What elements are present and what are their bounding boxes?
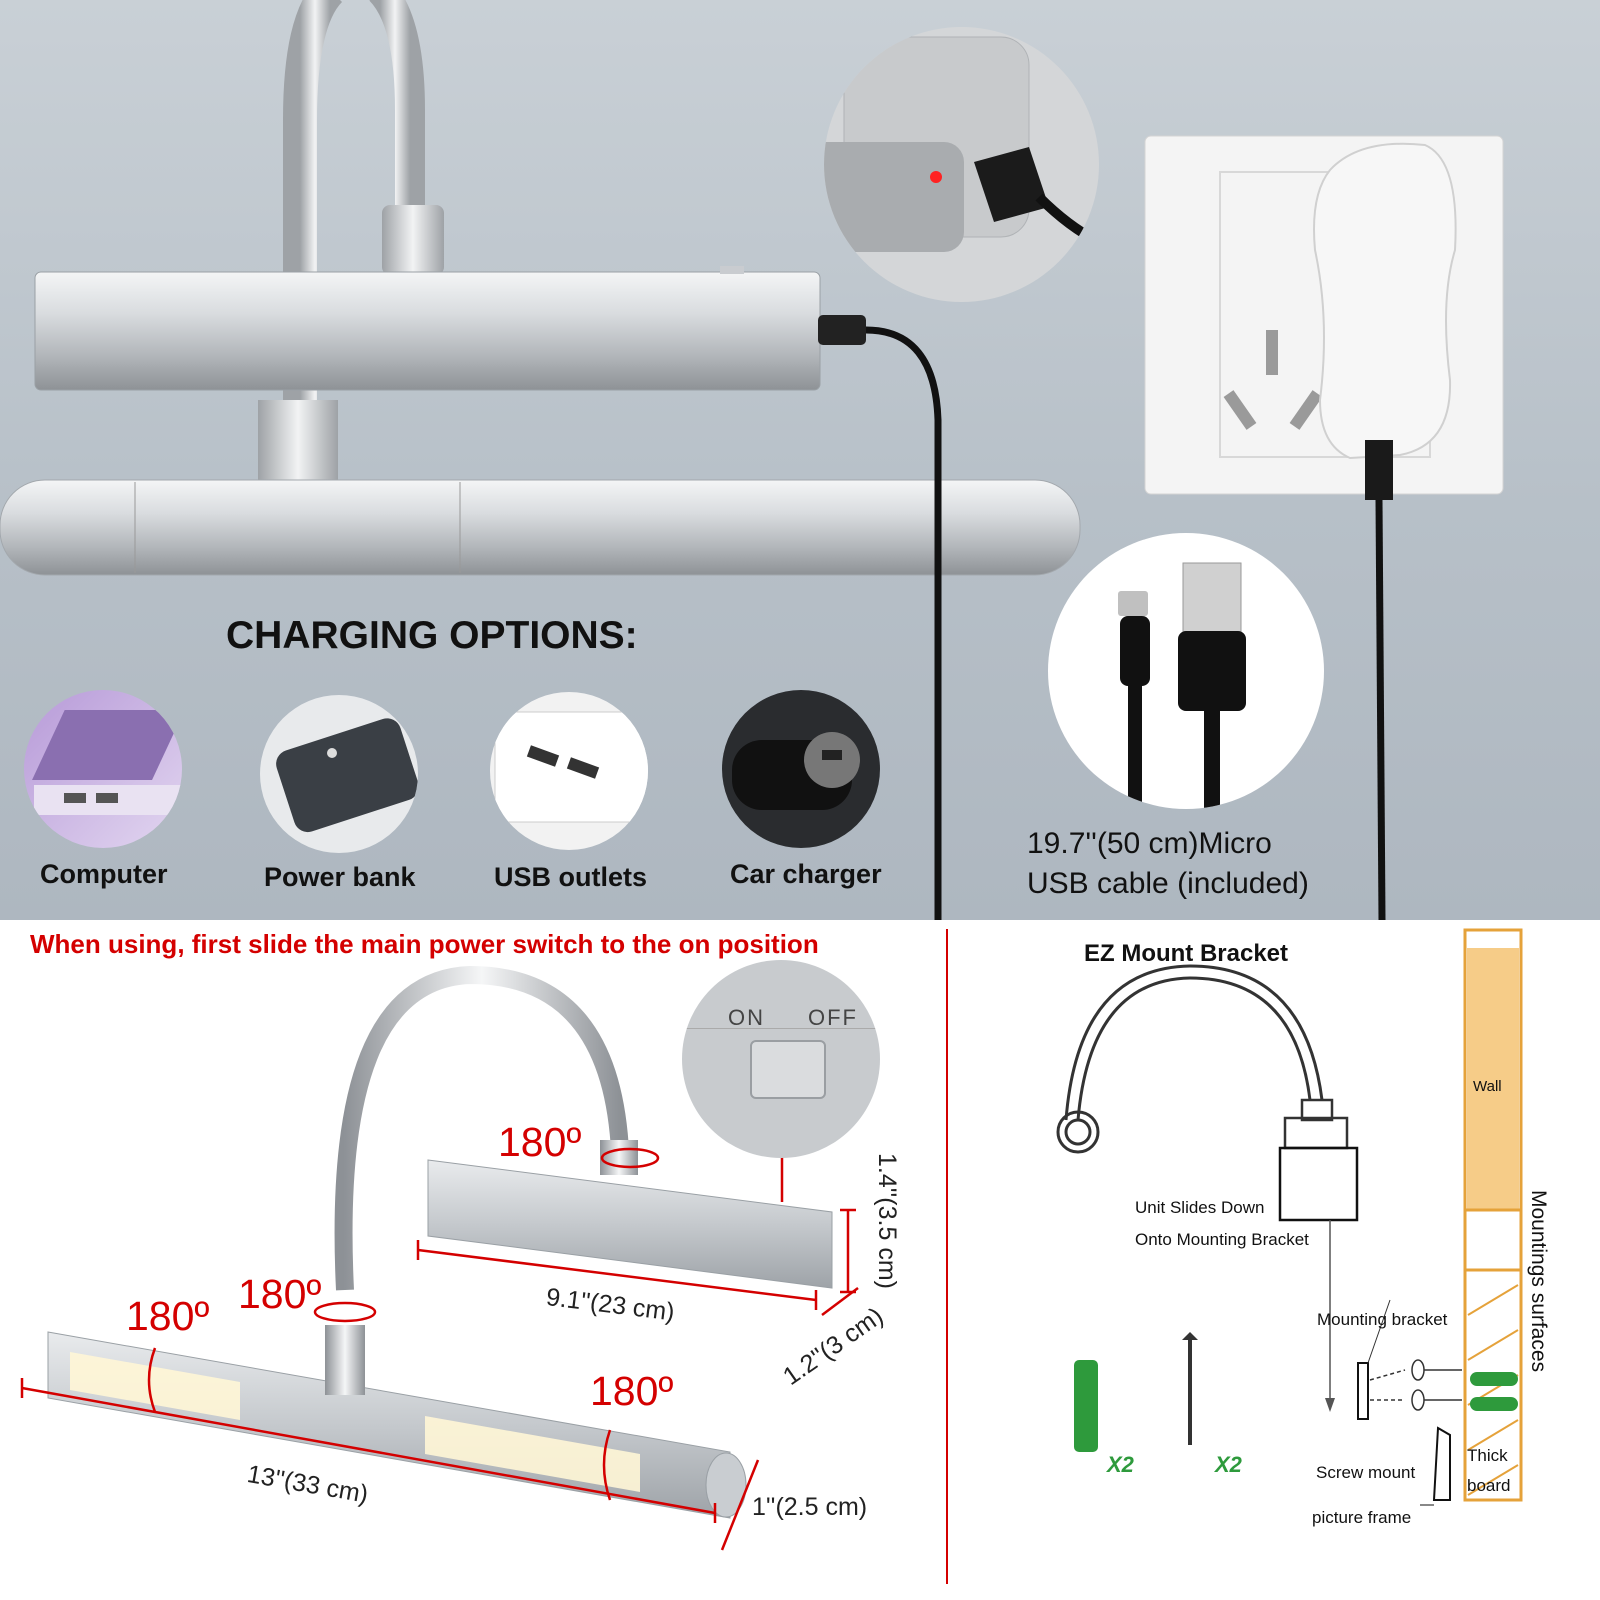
cable-inset: [1048, 533, 1324, 809]
picture-frame-edge: [1432, 1426, 1451, 1501]
charging-heading: CHARGING OPTIONS:: [226, 614, 638, 657]
anchor-quantity: X2: [1107, 1452, 1134, 1477]
bar-diameter-label: 1''(2.5 cm): [752, 1493, 868, 1521]
screw-quantity: X2: [1215, 1452, 1242, 1477]
unit-block: [1278, 1146, 1359, 1222]
board-label: board: [1467, 1476, 1511, 1495]
section-divider: [946, 929, 948, 1584]
mount-diagram: [1056, 928, 1523, 1506]
picture-frame-label: picture frame: [1312, 1508, 1412, 1527]
power-bank-icon: [260, 695, 418, 853]
mounting-bracket: [1357, 1362, 1369, 1420]
power-switch-inset: [682, 960, 880, 1158]
wall-label: Wall: [1473, 1078, 1502, 1095]
charging-photo-section: CHARGING OPTIONS: Computer Power bank US…: [0, 0, 1600, 920]
wall-anchor-icon: [1470, 1372, 1518, 1386]
rotation-label-bar-right: 180º: [590, 1368, 674, 1414]
option-label-usb-outlets: USB outlets: [494, 862, 648, 892]
computer-icon: [24, 690, 182, 848]
port-zoom-inset: [824, 27, 1099, 302]
head-height-label: 1.4''(3.5 cm): [873, 1153, 901, 1289]
usb-a-icon: [1182, 562, 1242, 634]
switch-label-off: OFF: [808, 1005, 858, 1030]
screw-mount-label: Screw mount: [1316, 1463, 1416, 1482]
usb-outlet-icon: [490, 692, 648, 850]
surfaces-label: Mountings surfaces: [1527, 1190, 1550, 1373]
lamp-head: [34, 271, 821, 391]
power-switch-toggle[interactable]: [750, 1040, 826, 1099]
switch-label-on: ON: [728, 1005, 765, 1030]
charging-led-icon: [930, 171, 942, 183]
cable-line-2: USB cable (included): [1027, 867, 1309, 900]
lamp-photo-illustration: [0, 0, 1504, 920]
dim-lamp-head: [427, 1159, 833, 1289]
rotation-label-bar-left: 180º: [126, 1293, 210, 1339]
car-charger-icon: [722, 690, 880, 848]
mount-title: EZ Mount Bracket: [1084, 940, 1289, 967]
cable-line-1: 19.7''(50 cm)Micro: [1027, 827, 1272, 860]
mounting-bracket-label: Mounting bracket: [1317, 1310, 1448, 1329]
thick-label: Thick: [1467, 1446, 1508, 1465]
option-label-power-bank: Power bank: [264, 862, 416, 892]
lamp-bar: [0, 479, 1081, 576]
usb-adapter: [1313, 142, 1457, 460]
instruction-text: When using, first slide the main power s…: [30, 929, 819, 959]
anchor-part-icon: [1074, 1360, 1098, 1452]
option-label-computer: Computer: [40, 859, 168, 889]
rotation-label-neck: 180º: [238, 1271, 322, 1317]
dimension-illustration: [20, 965, 859, 1551]
slides-line-2: Onto Mounting Bracket: [1135, 1230, 1309, 1249]
wall-texture: [1467, 948, 1519, 1210]
micro-usb-icon: [1118, 591, 1148, 616]
option-label-car-charger: Car charger: [730, 859, 882, 889]
rotation-label-head: 180º: [498, 1119, 582, 1165]
upper-joint: [382, 205, 444, 275]
slides-line-1: Unit Slides Down: [1135, 1198, 1265, 1217]
